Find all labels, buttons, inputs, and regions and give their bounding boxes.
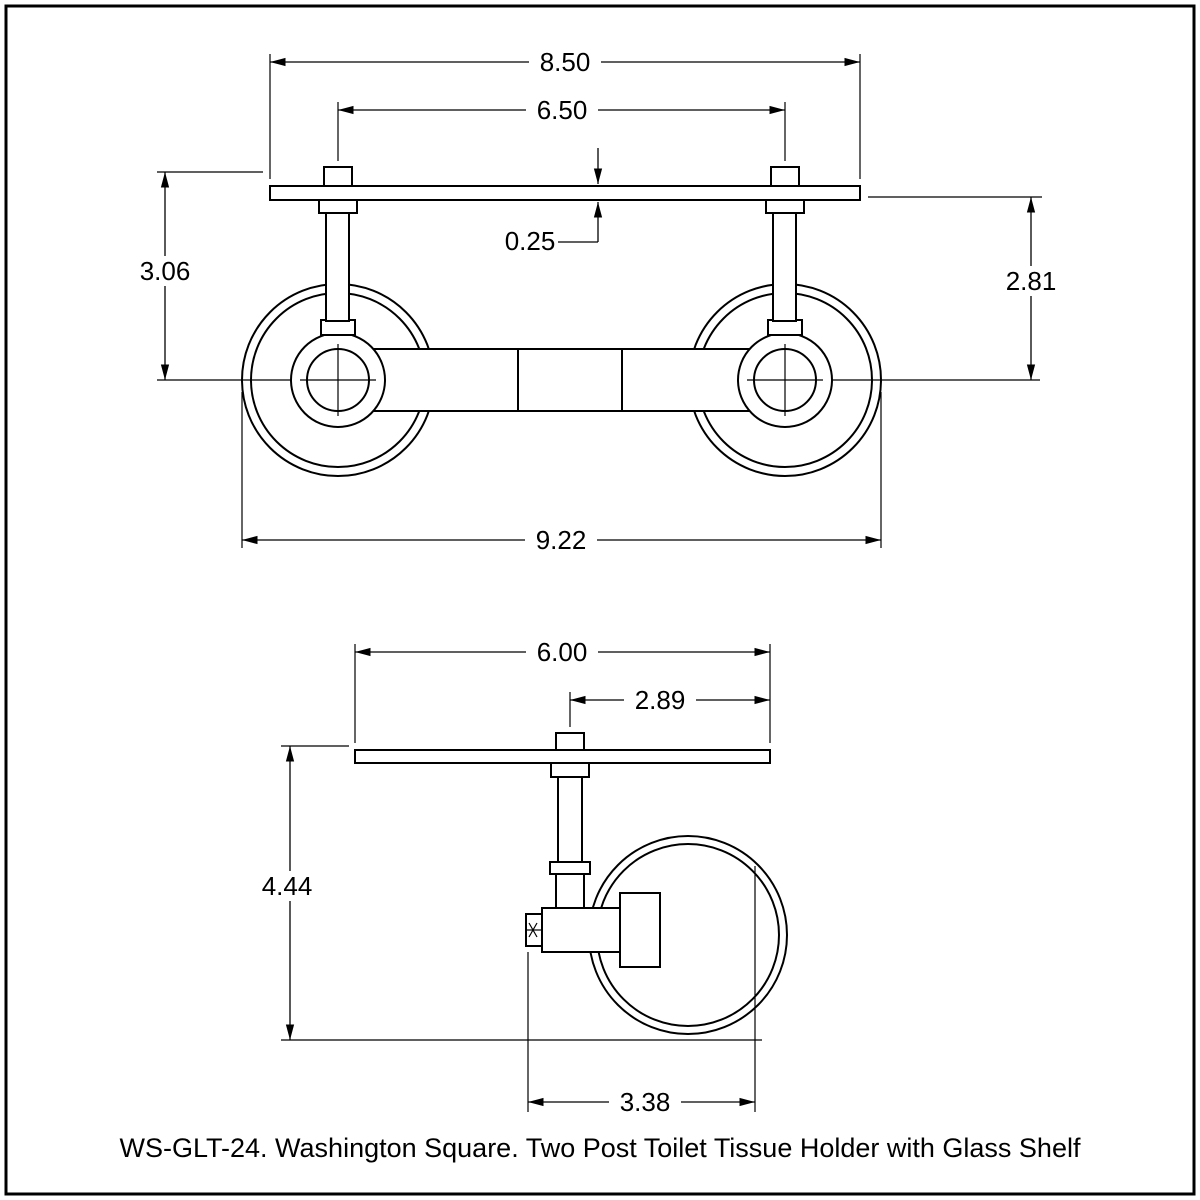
front-view-dimensions: 8.50 6.50 0.25 <box>132 47 1064 555</box>
glass-shelf-side <box>354 749 771 764</box>
dim-projection: 3.38 <box>527 866 756 1117</box>
side-hub <box>619 892 661 968</box>
dim-glass-thickness: 0.25 <box>505 148 603 256</box>
side-roller-spindle <box>541 907 621 953</box>
front-view-object <box>157 166 1040 477</box>
left-post-cap <box>323 166 353 187</box>
dim-label-shelf-depth: 6.00 <box>537 637 588 667</box>
side-view: 6.00 2.89 4.44 <box>254 637 788 1117</box>
dim-label-wall-to-post: 2.89 <box>635 685 686 715</box>
dim-label-overall-width: 9.22 <box>536 525 587 555</box>
front-view: 8.50 6.50 0.25 <box>132 47 1064 555</box>
roller-tip-center-mark <box>525 922 541 938</box>
dim-post-spacing: 6.50 <box>337 95 786 161</box>
dim-overall-width: 9.22 <box>241 392 882 555</box>
dim-shelf-width: 8.50 <box>269 47 861 179</box>
dim-label-left-height: 3.06 <box>140 256 191 286</box>
side-view-object <box>354 732 788 1035</box>
right-center-mark <box>747 344 823 416</box>
dim-label-projection: 3.38 <box>620 1087 671 1117</box>
dim-label-shelf-width: 8.50 <box>540 47 591 77</box>
drawing-caption: WS-GLT-24. Washington Square. Two Post T… <box>120 1133 1081 1163</box>
right-post-shaft <box>772 212 797 322</box>
dim-left-height: 3.06 <box>132 171 263 380</box>
right-shelf-collar <box>765 199 805 214</box>
glass-shelf-front <box>269 185 861 201</box>
left-post-flare <box>320 319 356 336</box>
left-shelf-collar <box>318 199 358 214</box>
dim-wall-to-post: 2.89 <box>569 685 770 727</box>
side-post-collar-lower <box>549 861 591 875</box>
dim-label-glass-thickness: 0.25 <box>505 226 556 256</box>
dim-shelf-depth: 6.00 <box>354 637 771 743</box>
left-post-shaft <box>325 212 350 322</box>
side-view-dimensions: 6.00 2.89 4.44 <box>254 637 771 1117</box>
side-post-cap <box>555 732 585 751</box>
dim-label-right-height: 2.81 <box>1006 266 1057 296</box>
dim-label-post-spacing: 6.50 <box>537 95 588 125</box>
right-post-flare <box>767 319 803 336</box>
dim-overall-height: 4.44 <box>254 745 762 1041</box>
dim-label-overall-height: 4.44 <box>262 871 313 901</box>
dim-right-height: 2.81 <box>868 196 1064 380</box>
page-border <box>4 4 1196 1196</box>
side-shelf-collar <box>550 762 590 778</box>
left-center-mark <box>300 344 376 416</box>
right-post-cap <box>770 166 800 187</box>
side-post-shaft <box>557 776 583 863</box>
roller-bar <box>370 348 753 412</box>
